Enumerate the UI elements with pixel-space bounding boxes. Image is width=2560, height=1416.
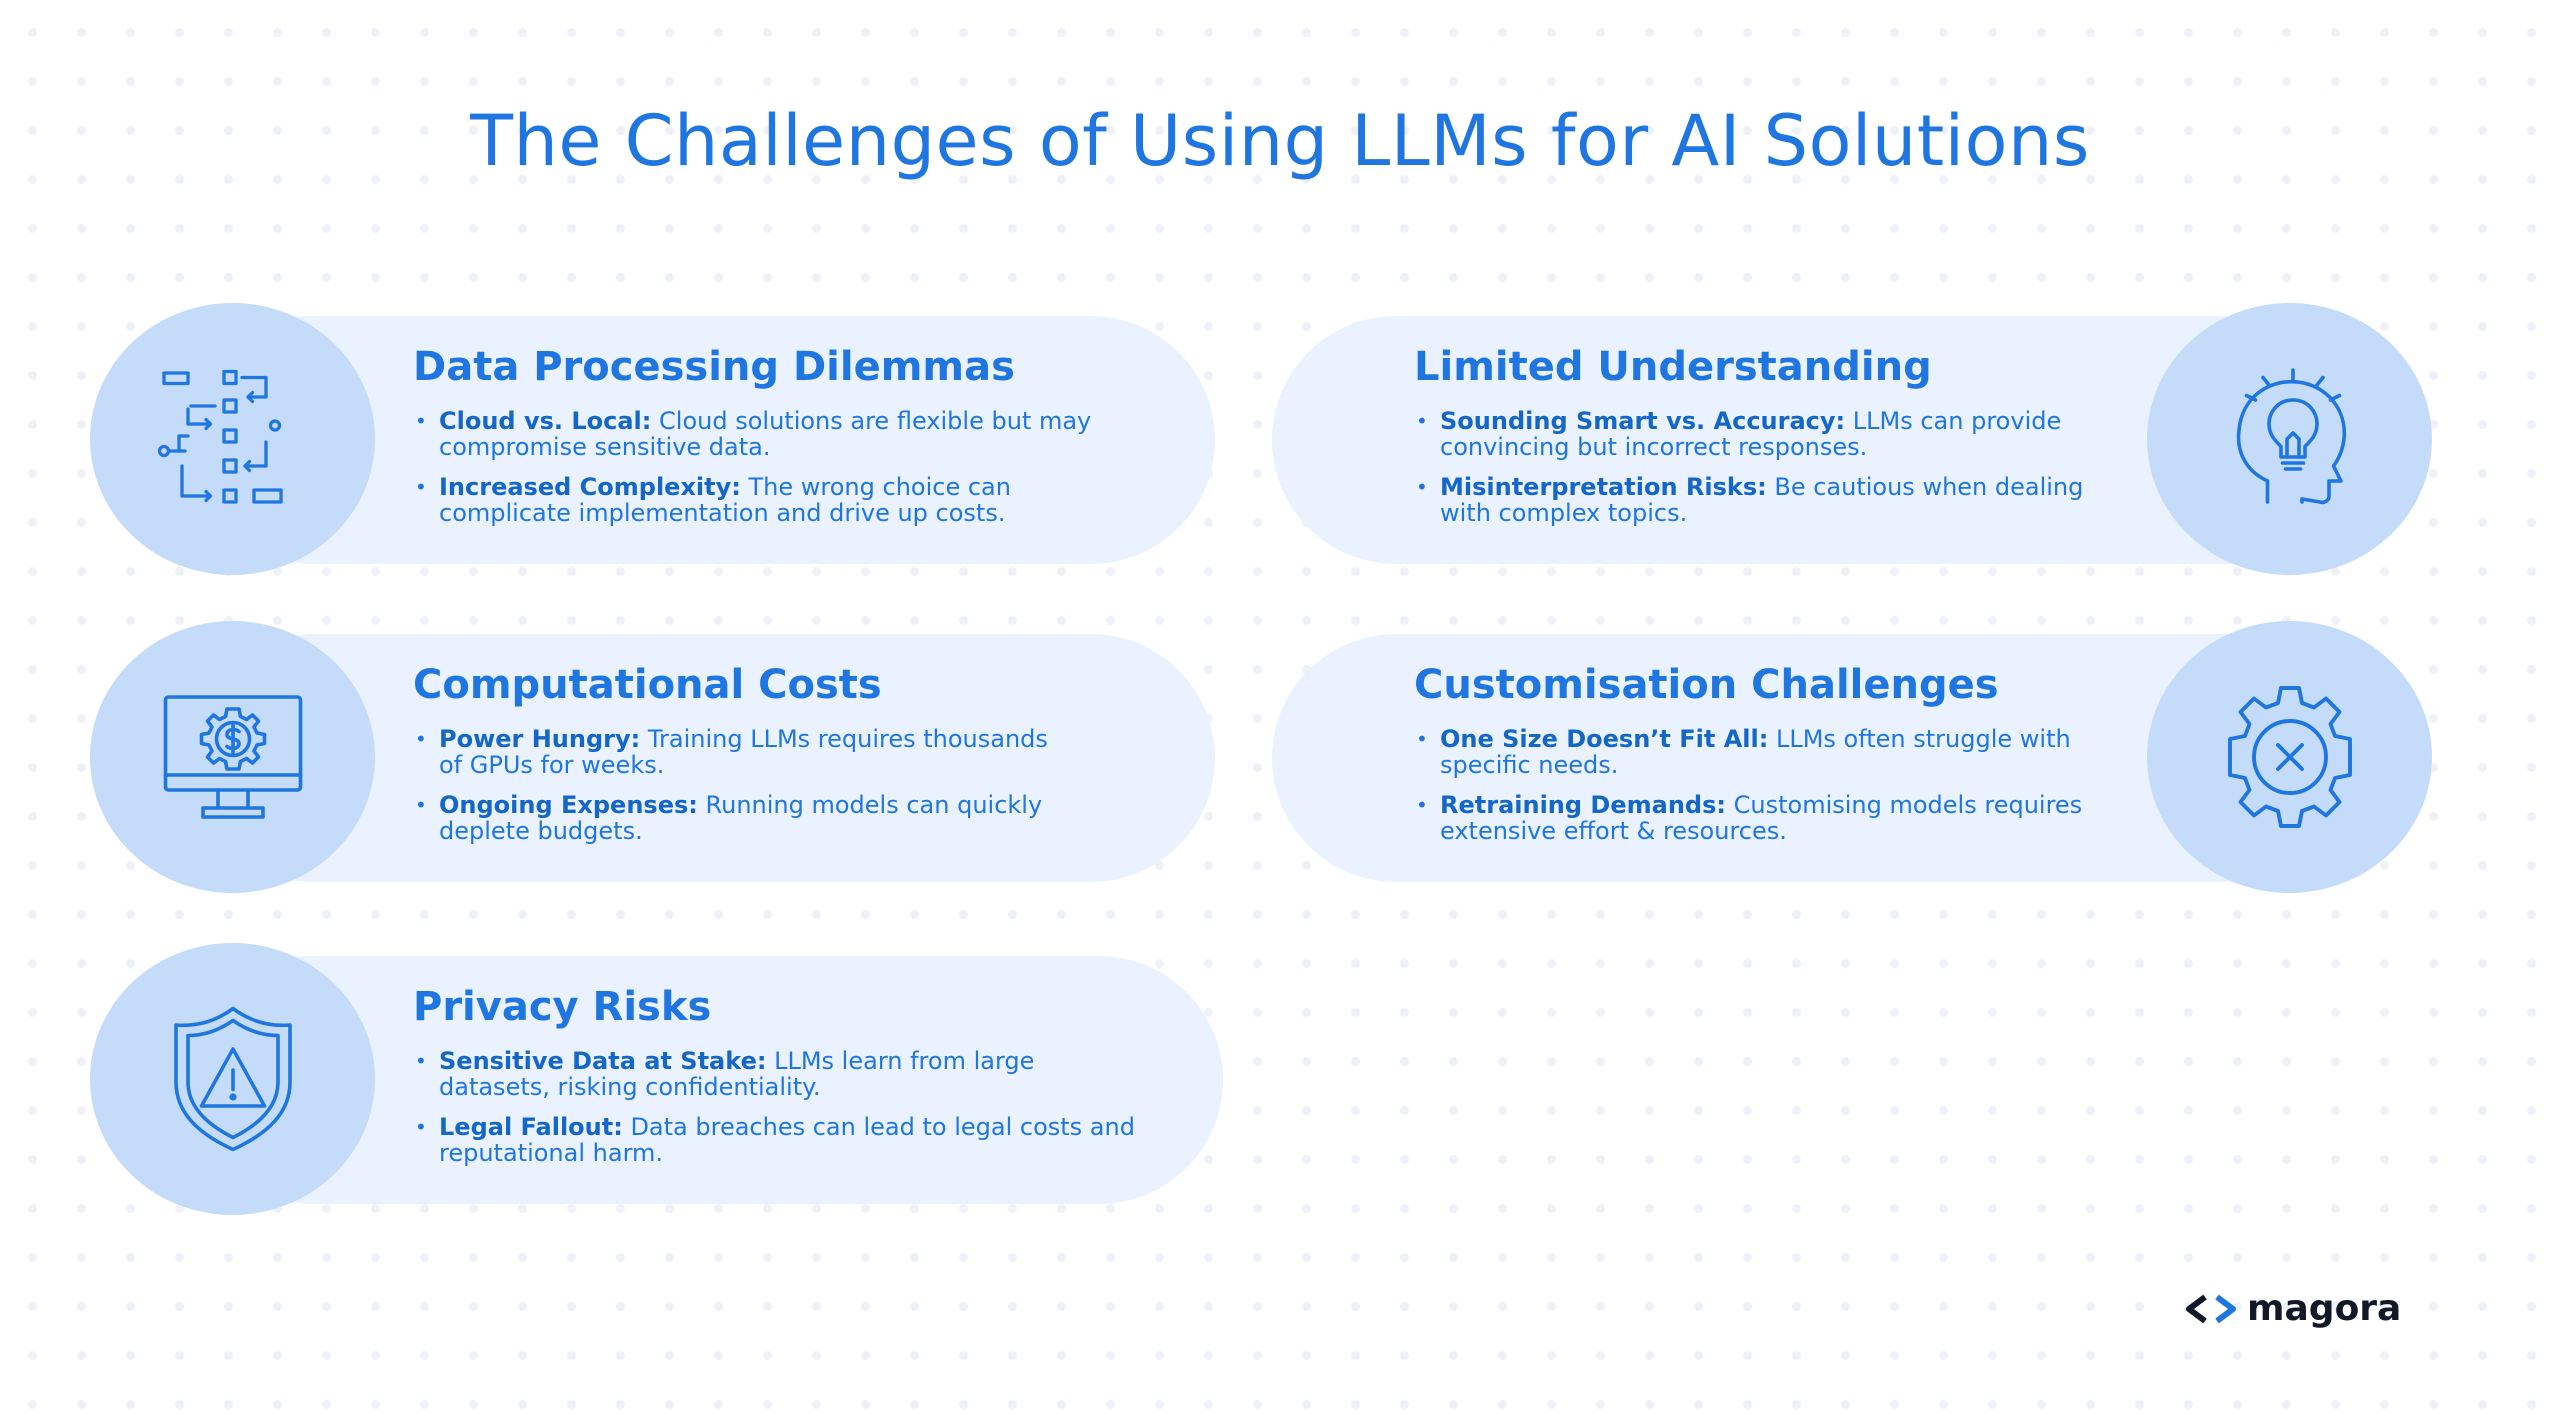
bullet-text: Data breaches can lead to legal costs an…: [439, 1113, 1135, 1167]
bullet-label: Increased Complexity:: [439, 473, 741, 501]
bullet-text: Running models can quickly deplete budge…: [439, 791, 1043, 845]
page-title: The Challenges of Using LLMs for AI Solu…: [470, 100, 2090, 182]
bullet-text: LLMs can provide convincing but incorrec…: [1440, 407, 2062, 461]
card-bullet-list: Sensitive Data at Stake: LLMs learn from…: [415, 1048, 1135, 1180]
list-item: Sounding Smart vs. Accuracy: LLMs can pr…: [1416, 408, 2106, 460]
bullet-text: LLMs often struggle with specific needs.: [1440, 725, 2071, 779]
card-title: Data Processing Dilemmas: [413, 344, 1015, 390]
card-title: Computational Costs: [413, 662, 882, 708]
card-title: Limited Understanding: [1414, 344, 1932, 390]
card-bullet-list: Power Hungry: Training LLMs requires tho…: [415, 726, 1055, 858]
card-bullet-list: One Size Doesn’t Fit All: LLMs often str…: [1416, 726, 2106, 858]
list-item: Legal Fallout: Data breaches can lead to…: [415, 1114, 1135, 1166]
bullet-text: LLMs learn from large datasets, risking …: [439, 1047, 1035, 1101]
shield-warning-icon: [173, 1006, 292, 1152]
card-bullet-list: Cloud vs. Local: Cloud solutions are fle…: [415, 408, 1145, 540]
bullet-text: Cloud solutions are flexible but may com…: [439, 407, 1092, 461]
card-bullet-list: Sounding Smart vs. Accuracy: LLMs can pr…: [1416, 408, 2106, 540]
bullet-label: Misinterpretation Risks:: [1440, 473, 1767, 501]
list-item: Power Hungry: Training LLMs requires tho…: [415, 726, 1055, 778]
bullet-label: Sounding Smart vs. Accuracy:: [1440, 407, 1846, 435]
list-item: Ongoing Expenses: Running models can qui…: [415, 792, 1055, 844]
bullet-text: Customising models requires extensive ef…: [1440, 791, 2083, 845]
card-icon-circle: [2147, 303, 2432, 575]
code-brackets-icon: [2186, 1294, 2236, 1323]
list-item: Cloud vs. Local: Cloud solutions are fle…: [415, 408, 1145, 460]
bullet-text: Training LLMs requires thousands of GPUs…: [439, 725, 1048, 779]
bullet-label: Ongoing Expenses:: [439, 791, 698, 819]
list-item: Misinterpretation Risks: Be cautious whe…: [1416, 474, 2106, 526]
card-title: Privacy Risks: [413, 984, 712, 1030]
gear-x-icon: [2227, 686, 2352, 828]
list-item: Retraining Demands: Customising models r…: [1416, 792, 2106, 844]
bullet-text: The wrong choice can complicate implemen…: [439, 473, 1011, 527]
card-icon-circle: [90, 621, 375, 893]
bullet-label: Retraining Demands:: [1440, 791, 1726, 819]
card-icon-circle: [2147, 621, 2432, 893]
bullet-label: Cloud vs. Local:: [439, 407, 652, 435]
flowchart-icon: [157, 369, 283, 504]
brand-name: magora: [2247, 1288, 2402, 1329]
bullet-label: Sensitive Data at Stake:: [439, 1047, 767, 1075]
list-item: Increased Complexity: The wrong choice c…: [415, 474, 1145, 526]
bullet-label: Legal Fallout:: [439, 1113, 623, 1141]
list-item: Sensitive Data at Stake: LLMs learn from…: [415, 1048, 1135, 1100]
card-icon-circle: [90, 303, 375, 575]
card-icon-circle: [90, 943, 375, 1215]
list-item: One Size Doesn’t Fit All: LLMs often str…: [1416, 726, 2106, 778]
bullet-text: Be cautious when dealing with complex to…: [1440, 473, 2084, 527]
monitor-dollar-gear-icon: [163, 695, 302, 819]
brand-logo: magora: [2185, 1288, 2401, 1329]
bullet-label: One Size Doesn’t Fit All:: [1440, 725, 1769, 753]
card-title: Customisation Challenges: [1414, 662, 1999, 708]
bullet-label: Power Hungry:: [439, 725, 641, 753]
head-lightbulb-icon: [2236, 368, 2346, 505]
